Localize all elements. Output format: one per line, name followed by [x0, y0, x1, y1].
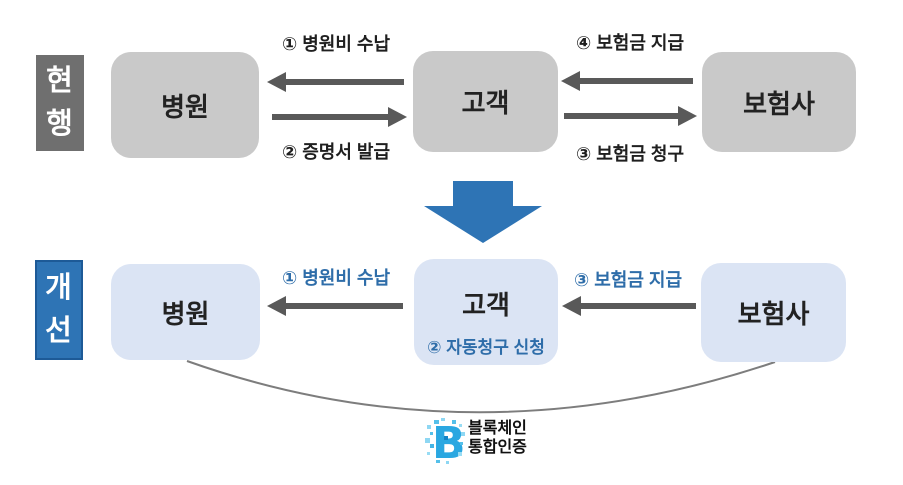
node-customer-improved: 고객 ② 자동청구 신청 — [414, 259, 558, 365]
node-insurer-current: 보험사 — [702, 52, 856, 152]
node-customer-improved-label: 고객 — [462, 290, 510, 320]
node-hospital-improved: 병원 — [111, 264, 260, 360]
node-insurer-improved: 보험사 — [701, 263, 846, 362]
svg-text:B: B — [432, 418, 466, 469]
blockchain-caption-line2: 통합인증 — [468, 439, 527, 456]
row-tag-improved: 개선 — [35, 260, 83, 360]
row-tag-current: 현행 — [36, 55, 84, 151]
flow-label-claim-current: ③ 보험금 청구 — [575, 144, 685, 164]
flow-label-certificate-current: ② 증명서 발급 — [281, 142, 391, 162]
arrow-certificate-current-icon — [272, 107, 407, 127]
flow-label-hospital-fee-improved: ① 병원비 수납 — [281, 268, 391, 288]
blockchain-caption-line1: 블록체인 — [468, 420, 527, 437]
node-hospital-current: 병원 — [111, 52, 259, 158]
arrow-payout-improved-icon — [562, 296, 696, 316]
flow-label-payout-improved: ③ 보험금 지급 — [573, 270, 683, 290]
node-customer-current: 고객 — [413, 51, 558, 152]
blockchain-caption: 블록체인 통합인증 — [468, 419, 527, 457]
arrow-hospital-fee-current-icon — [267, 72, 404, 92]
arrow-payout-current-icon — [561, 71, 693, 91]
blockchain-link-curve — [186, 360, 776, 414]
flow-label-payout-current: ④ 보험금 지급 — [575, 33, 685, 53]
blockchain-icon: B — [425, 418, 466, 469]
transition-down-arrow-icon — [424, 181, 542, 243]
flow-label-hospital-fee-current: ① 병원비 수납 — [281, 34, 391, 54]
flow-label-auto-claim-improved: ② 자동청구 신청 — [427, 338, 545, 357]
arrow-claim-current-icon — [564, 106, 697, 126]
arrow-hospital-fee-improved-icon — [267, 296, 403, 316]
